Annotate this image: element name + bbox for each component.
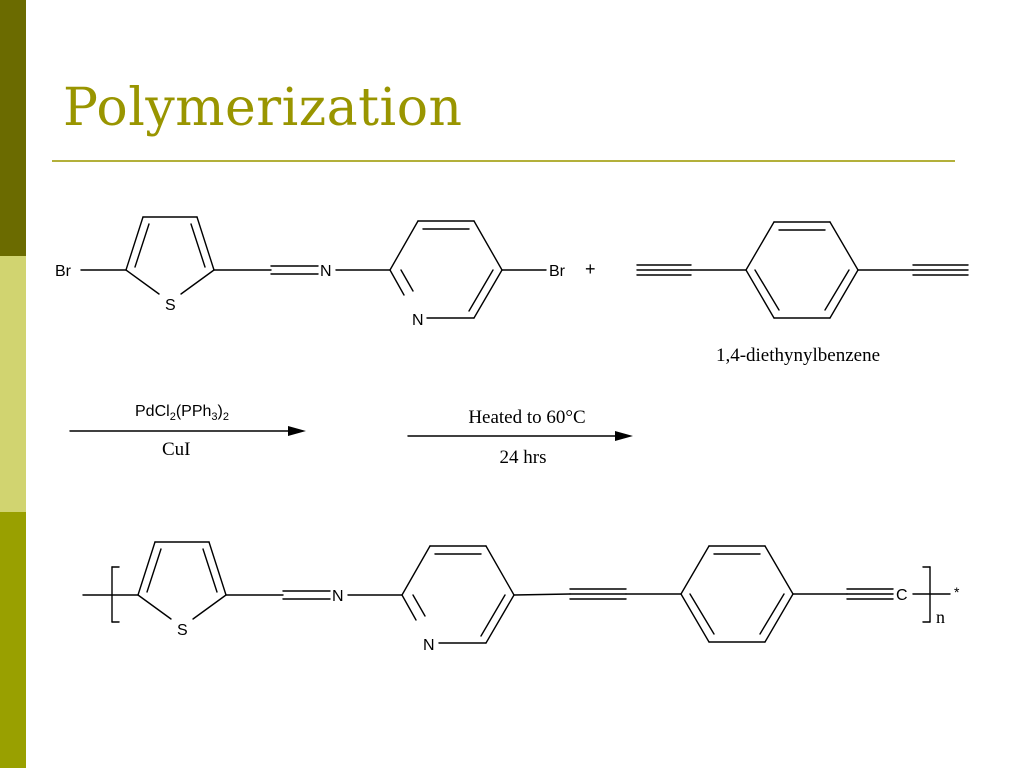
pyridine-nitrogen-label: N <box>412 312 424 329</box>
repeat-unit-subscript: n <box>936 607 945 627</box>
bromine-label-left: Br <box>55 263 72 280</box>
cocatalyst-label: CuI <box>162 439 191 460</box>
chain-end-star: * <box>954 584 960 600</box>
time-label: 24 hrs <box>500 447 547 468</box>
polymer-end-carbon-label: C <box>896 587 908 604</box>
polymer-imine-nitrogen-label: N <box>332 588 344 605</box>
reaction-arrow-heating <box>407 431 633 441</box>
polymer-pyridine-nitrogen-label: N <box>423 637 435 654</box>
slide-title: Polymerization <box>63 78 463 138</box>
accent-bar-middle <box>0 256 26 512</box>
catalyst-label: PdCl2(PPh3)2 <box>135 403 229 423</box>
reaction-arrow-catalyst <box>69 426 306 436</box>
comonomer-name: 1,4-diethynylbenzene <box>716 345 880 366</box>
accent-bar-top <box>0 0 26 256</box>
title-underline <box>52 160 955 162</box>
polymer-structure <box>82 541 951 644</box>
thiophene-sulfur-label: S <box>165 297 176 314</box>
bromine-label-right: Br <box>549 263 566 280</box>
diethynylbenzene-structure <box>636 221 969 319</box>
polymer-sulfur-label: S <box>177 622 188 639</box>
imine-nitrogen-label: N <box>320 263 332 280</box>
plus-sign: + <box>585 259 596 279</box>
accent-bar-bottom <box>0 512 26 768</box>
monomer-structure <box>80 216 547 319</box>
temperature-label: Heated to 60°C <box>468 407 585 428</box>
